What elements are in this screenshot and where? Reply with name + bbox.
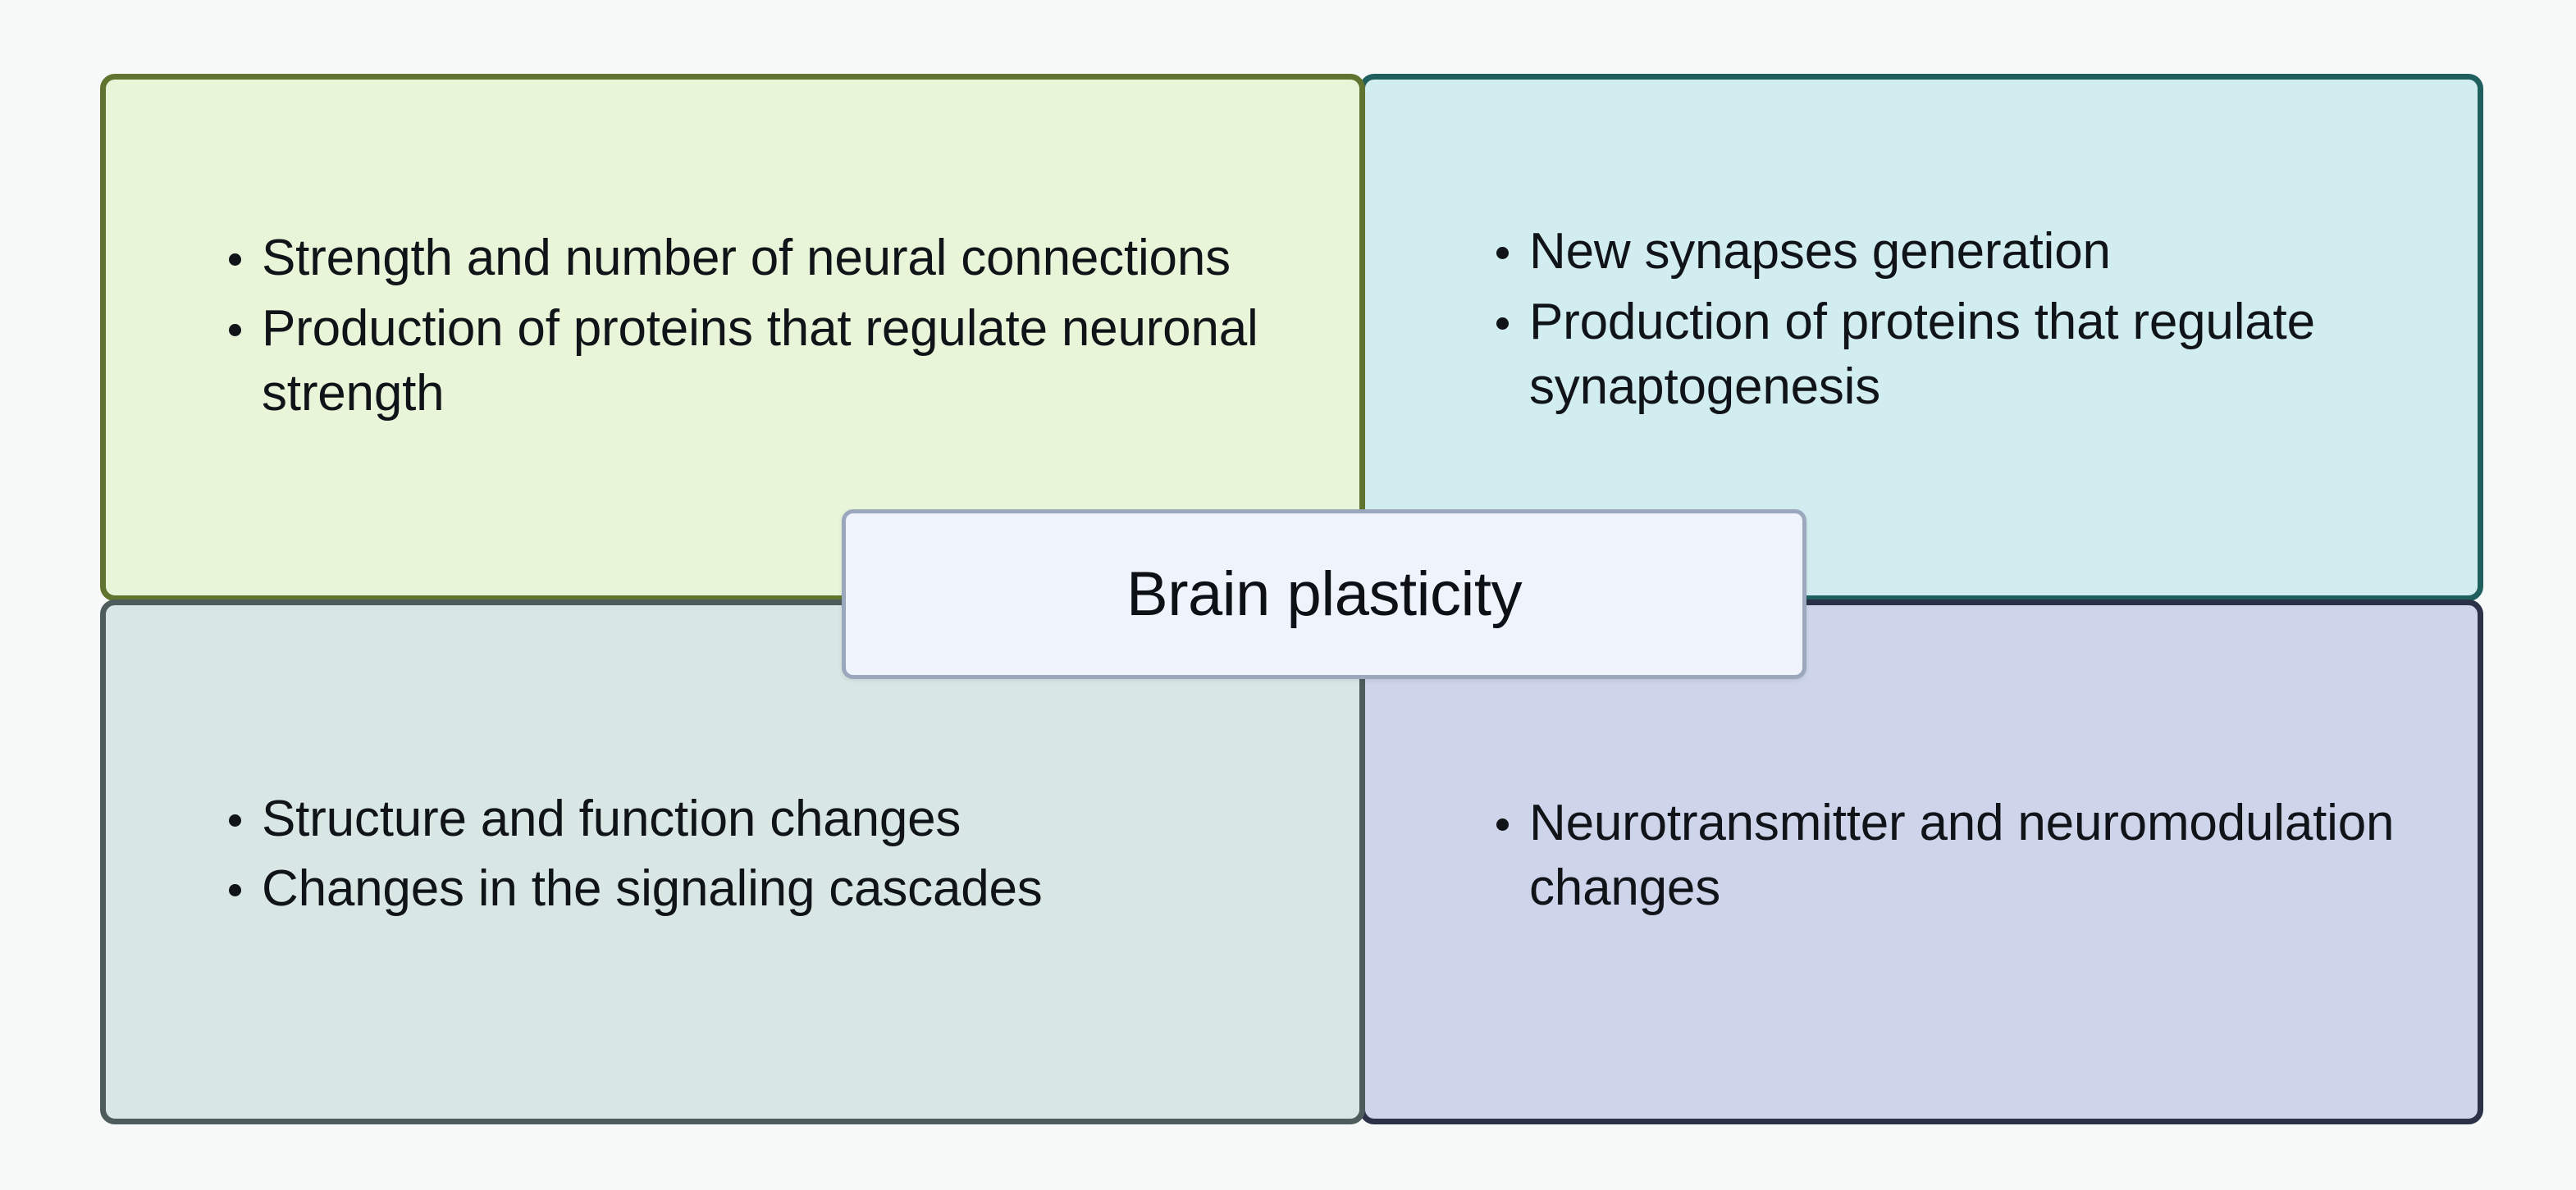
bullet-item: Changes in the signaling cascades (229, 856, 1310, 921)
bullet-item: Production of proteins that regulate neu… (229, 296, 1310, 426)
center-concept-box[interactable]: Brain plasticity (842, 509, 1806, 679)
quadrant-bottom-left-content: Structure and function changes Changes i… (106, 791, 1359, 930)
quadrant-top-right-content: New synapses generation Production of pr… (1365, 223, 2478, 437)
bullet-item: Neurotransmitter and neuromodulation cha… (1496, 791, 2428, 921)
quadrant-bottom-left-bullet-list: Structure and function changes Changes i… (221, 786, 1310, 922)
quadrant-top-left-bullet-list: Strength and number of neural connection… (221, 226, 1310, 426)
bullet-item: Production of proteins that regulate syn… (1496, 290, 2428, 420)
center-concept-label: Brain plasticity (1126, 559, 1522, 629)
quadrant-bottom-right[interactable]: Neurotransmitter and neuromodulation cha… (1359, 600, 2483, 1124)
bullet-item: Structure and function changes (229, 786, 1310, 851)
bullet-item: Strength and number of neural connection… (229, 226, 1310, 290)
bullet-item: New synapses generation (1496, 219, 2428, 284)
quadrant-top-right-bullet-list: New synapses generation Production of pr… (1488, 219, 2428, 419)
quadrant-bottom-right-content: Neurotransmitter and neuromodulation cha… (1365, 795, 2478, 928)
quadrant-bottom-right-bullet-list: Neurotransmitter and neuromodulation cha… (1488, 791, 2428, 921)
quadrant-top-left[interactable]: Strength and number of neural connection… (100, 74, 1365, 601)
quadrant-bottom-left[interactable]: Structure and function changes Changes i… (100, 600, 1365, 1124)
quadrant-top-left-content: Strength and number of neural connection… (106, 230, 1359, 437)
